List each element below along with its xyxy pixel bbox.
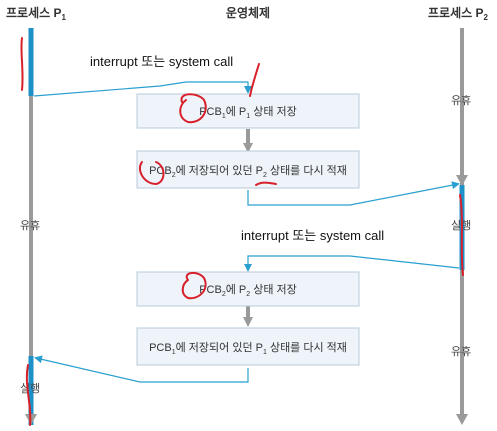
annotation-circle-pcb2 — [138, 161, 165, 186]
header-operating-system: 운영체제 — [226, 5, 270, 20]
os-box-load-pcb1-text: PCB1에 저장되어 있던 P1 상태를 다시 적재 — [149, 341, 347, 356]
annotation-stroke-p1-bottom — [25, 364, 32, 426]
p2-timeline-arrowhead — [456, 414, 468, 425]
interrupt-note-2: interrupt 또는 system call — [241, 228, 384, 243]
connector-p2-to-os — [244, 255, 460, 272]
connector-os-to-p1 — [34, 355, 249, 383]
os-box-load-pcb2-text: PCB2에 저장되어 있던 P2 상태를 다시 적재 — [149, 164, 347, 179]
interrupt-note-1: interrupt 또는 system call — [90, 54, 233, 69]
p2-idle-label-top: 유휴 — [451, 94, 471, 107]
annotation-circle-pcb2-save — [181, 272, 207, 300]
p1-running-label: 실행 — [20, 382, 40, 395]
os-box-load-pcb2: PCB2에 저장되어 있던 P2 상태를 다시 적재 — [136, 150, 360, 189]
red-annotations — [20, 37, 464, 426]
annotation-stroke-p1-top — [20, 37, 24, 91]
p2-idle-arrowhead — [456, 175, 468, 186]
p2-idle-label-bottom: 유휴 — [451, 345, 471, 358]
p1-idle-label: 유휴 — [20, 219, 40, 232]
annotation-stroke-callout — [249, 63, 260, 97]
header-process-p1: 프로세스 P1 — [6, 5, 67, 22]
connector-os-to-p2 — [247, 181, 460, 206]
annotation-circle-pcb1 — [179, 93, 207, 124]
os-box-save-pcb2: PCB2에 P2 상태 저장 — [136, 271, 360, 307]
connector-p1-to-os — [33, 81, 252, 97]
annotation-underline-p2 — [255, 181, 277, 186]
header-process-p2: 프로세스 P2 — [428, 5, 489, 22]
os-box-save-pcb1: PCB1에 P1 상태 저장 — [136, 93, 360, 129]
annotation-stroke-p2 — [459, 194, 464, 276]
os-box-save-pcb2-text: PCB2에 P2 상태 저장 — [199, 283, 297, 298]
os-box-load-pcb1: PCB1에 저장되어 있던 P1 상태를 다시 적재 — [136, 327, 360, 366]
